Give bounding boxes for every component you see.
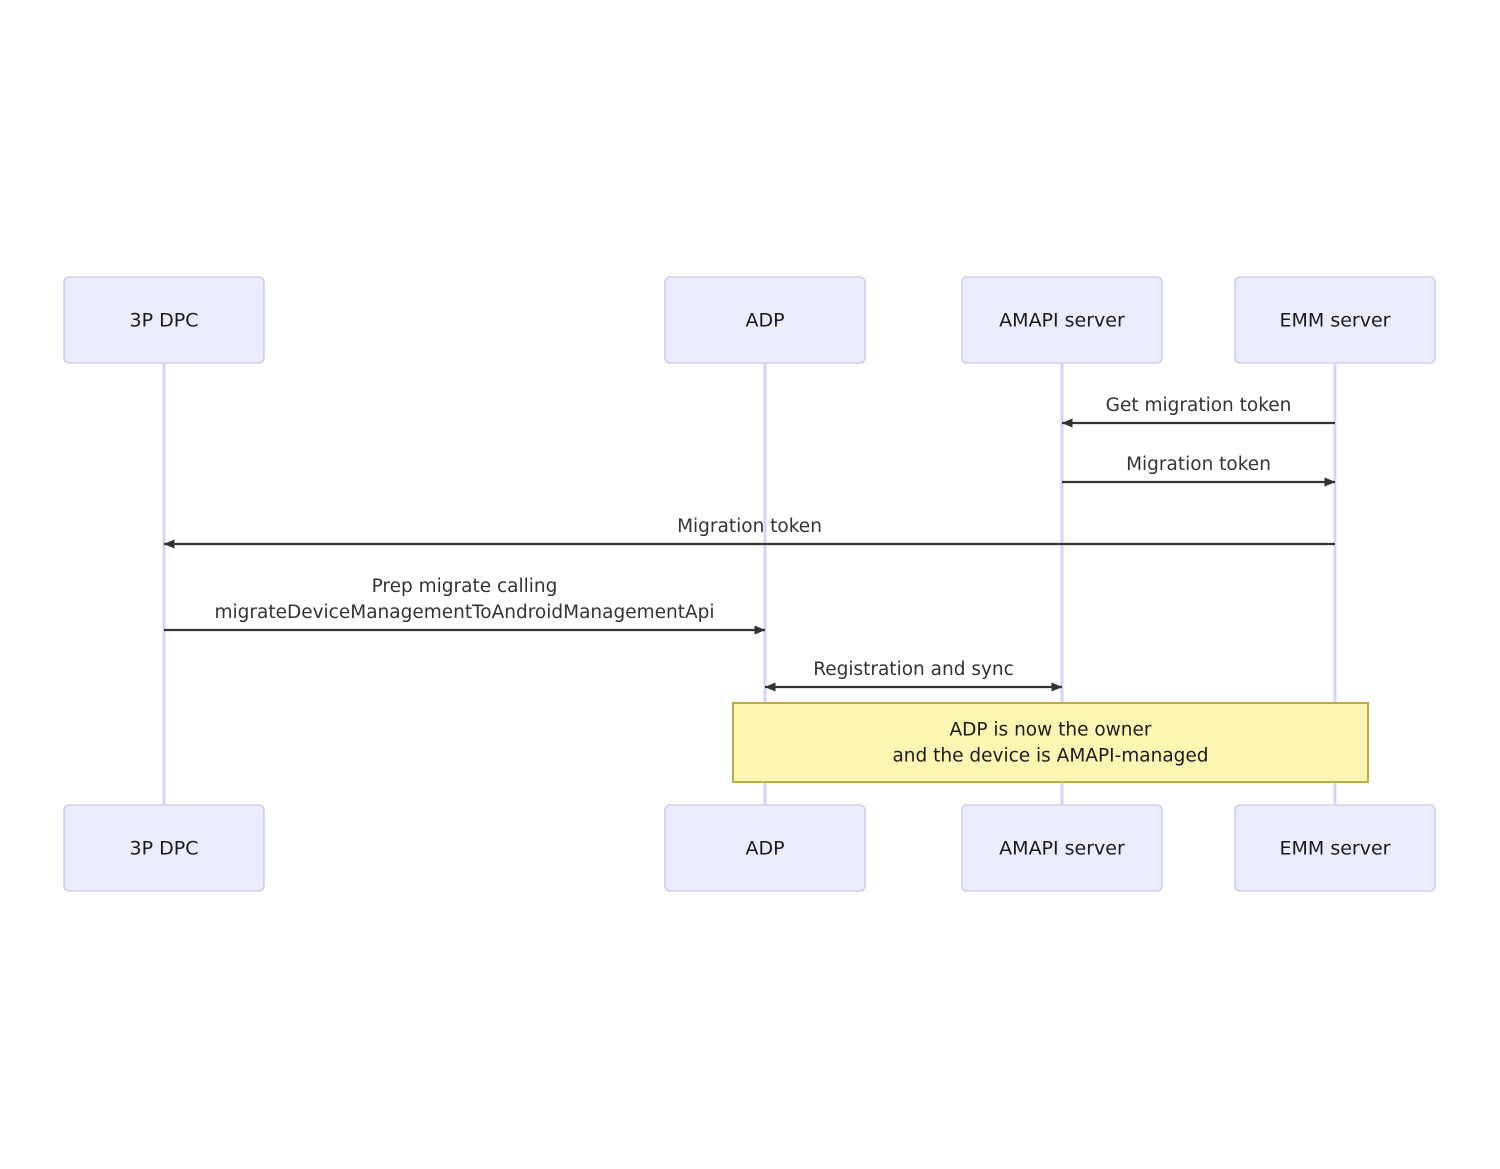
participant-box-bottom-adp[interactable] — [664, 804, 866, 892]
participant-box-top-dpc[interactable] — [63, 276, 265, 364]
participant-label-bottom-adp: ADP — [745, 838, 784, 860]
participant-label-top-dpc: 3P DPC — [130, 310, 199, 332]
participant-label-top-amapi: AMAPI server — [999, 310, 1125, 332]
message-label-m1: Get migration token — [1106, 395, 1292, 416]
participant-box-top-adp[interactable] — [664, 276, 866, 364]
message-label-m4: Prep migrate calling — [372, 576, 558, 597]
participant-label-bottom-amapi: AMAPI server — [999, 838, 1125, 860]
note-text-line: ADP is now the owner — [949, 720, 1151, 741]
participant-box-bottom-emm[interactable] — [1234, 804, 1436, 892]
participant-label-bottom-emm: EMM server — [1280, 838, 1391, 860]
message-label-m4: migrateDeviceManagementToAndroidManageme… — [214, 602, 714, 623]
participant-label-top-emm: EMM server — [1280, 310, 1391, 332]
note-text-line: and the device is AMAPI-managed — [892, 746, 1208, 767]
message-label-m3: Migration token — [677, 516, 822, 537]
message-label-m2: Migration token — [1126, 454, 1271, 475]
participant-box-bottom-amapi[interactable] — [961, 804, 1163, 892]
participant-box-top-amapi[interactable] — [961, 276, 1163, 364]
participant-label-top-adp: ADP — [745, 310, 784, 332]
note-box — [732, 702, 1369, 783]
notes-group: ADP is now the owner and the device is AM… — [732, 702, 1369, 783]
participant-box-bottom-dpc[interactable] — [63, 804, 265, 892]
message-label-m5: Registration and sync — [813, 659, 1014, 680]
participant-label-bottom-dpc: 3P DPC — [130, 838, 199, 860]
participant-box-top-emm[interactable] — [1234, 276, 1436, 364]
